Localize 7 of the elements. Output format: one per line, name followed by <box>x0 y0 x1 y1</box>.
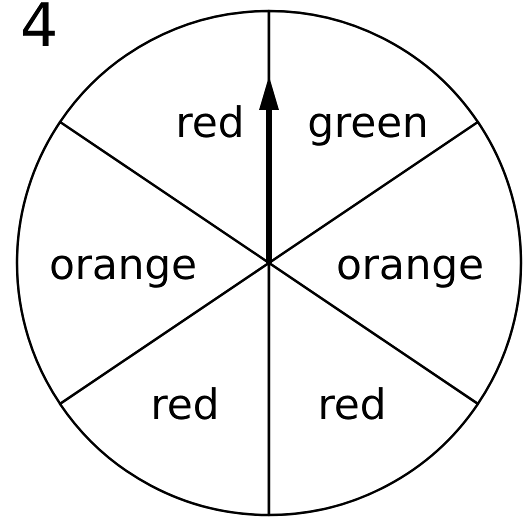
sector-label: orange <box>49 244 197 286</box>
sector-label: red <box>150 384 220 426</box>
problem-number: 4 <box>20 0 58 56</box>
sector-label: green <box>307 102 429 144</box>
sector-label: red <box>318 384 386 426</box>
sector-label: red <box>176 102 244 144</box>
sector-label: orange <box>336 244 484 286</box>
